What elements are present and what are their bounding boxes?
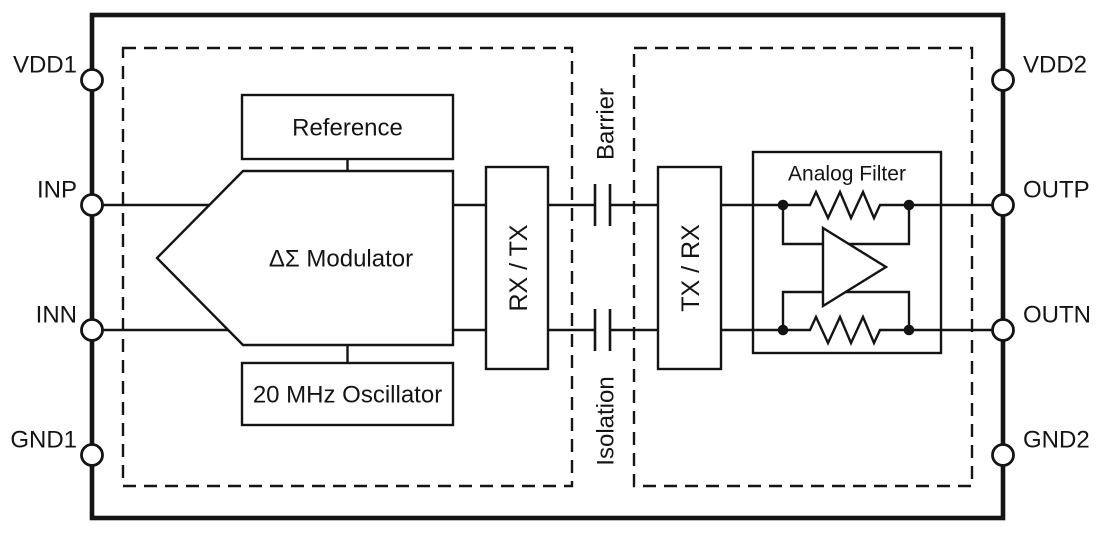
barrier-label: Barrier [593,88,620,160]
tx-rx-block [656,165,723,371]
pin-gnd2 [991,443,1015,467]
pin-gnd1 [80,443,104,467]
oscillator-block [240,361,455,427]
oscillator-label: 20 MHz Oscillator [253,382,442,409]
pin-vdd1 [80,68,104,92]
opamp-feedback-rail-bottom [781,290,911,330]
pin-label-vdd2: VDD2 [1023,52,1087,79]
pin-label-outn: OUTN [1023,302,1091,329]
reference-label: Reference [292,115,403,142]
isolation-capacitor-bottom [593,309,612,351]
pin-label-inp: INP [37,177,77,204]
opamp-feedback-rail-top [781,205,911,246]
output-side-dashed-region [632,46,974,488]
rx-tx-label: RX / TX [505,224,533,311]
pin-vdd2 [991,68,1015,92]
pin-label-vdd1: VDD1 [13,52,77,79]
modulator-label: ΔΣ Modulator [269,246,413,273]
analog-filter-label: Analog Filter [788,163,906,186]
junction-dot [903,199,915,211]
delta-sigma-modulator-block [155,169,455,347]
analog-filter-block [751,150,943,355]
pin-inp [80,193,104,217]
pin-outp [991,193,1015,217]
pin-inn [80,318,104,342]
feedback-resistor-top [783,189,909,221]
chip-outline [89,12,1006,521]
pin-label-gnd2: GND2 [1023,427,1090,454]
tx-rx-label: TX / RX [677,224,705,312]
junction-dot [777,199,789,211]
rx-tx-block [484,165,550,371]
pin-label-gnd1: GND1 [10,427,77,454]
input-side-dashed-region [121,46,574,488]
isolation-label: Isolation [593,376,620,465]
reference-block [240,93,455,161]
pin-outn [991,318,1015,342]
opamp-triangle [821,225,889,309]
isolation-capacitor-top [593,184,612,226]
junction-dot [777,324,789,336]
pin-label-outp: OUTP [1023,177,1090,204]
pin-label-inn: INN [36,302,77,329]
feedback-resistor-bottom [783,314,909,346]
junction-dot [903,324,915,336]
